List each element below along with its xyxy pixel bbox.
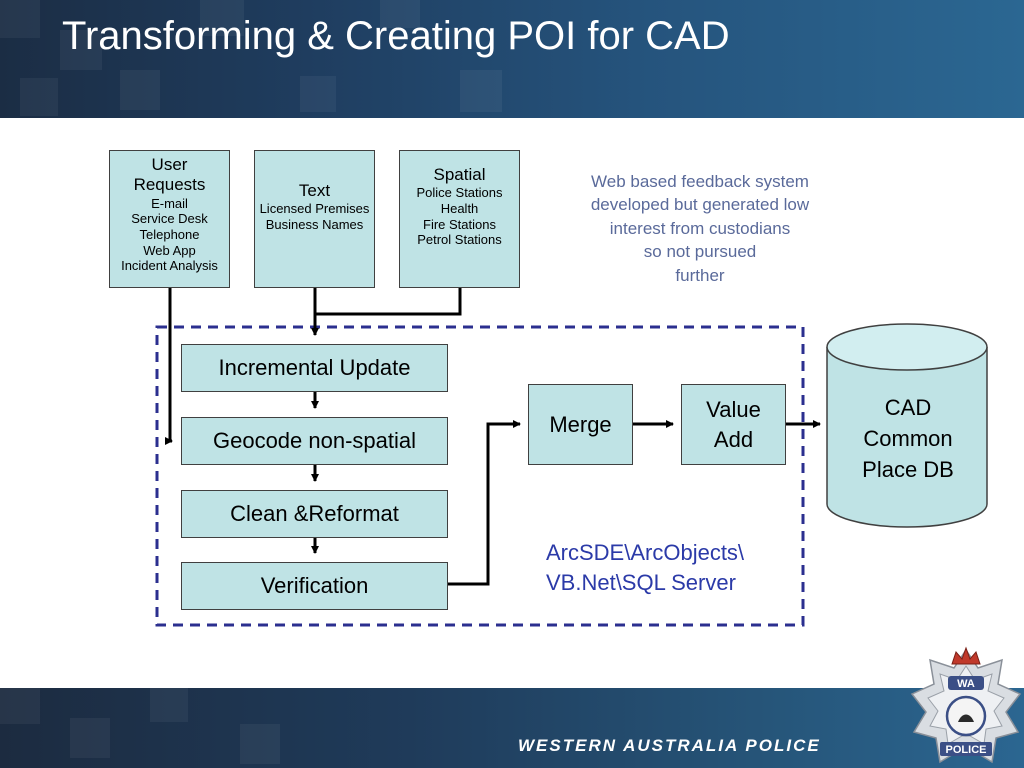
- value-add-line: Value: [706, 396, 761, 422]
- value-add-line: Add: [713, 426, 754, 452]
- tech-line: VB.Net\SQL Server: [546, 570, 736, 596]
- merge-box: Merge: [528, 384, 633, 465]
- note-line: interest from custodians: [609, 218, 791, 238]
- database-cylinder: [826, 323, 988, 528]
- source-item: Licensed Premises: [259, 201, 370, 217]
- tech-line: ArcSDE\ArcObjects\: [546, 540, 745, 565]
- source-item: Business Names: [265, 216, 364, 232]
- source-item: E-mail: [151, 195, 188, 211]
- note-line: so not pursued: [643, 242, 757, 262]
- source-heading: User: [151, 155, 188, 174]
- verification-box: Verification: [181, 562, 448, 610]
- database-label: CAD Common Place DB: [826, 393, 990, 485]
- value-add-box: Value Add: [681, 384, 786, 465]
- source-item: Police Stations: [416, 185, 503, 201]
- source-text: Text Licensed Premises Business Names: [254, 150, 375, 288]
- db-label-line: Place DB: [862, 456, 954, 482]
- clean-reformat-box: Clean &Reformat: [181, 490, 448, 538]
- source-spatial: Spatial Police Stations Health Fire Stat…: [399, 150, 520, 288]
- badge-top-text: WA: [957, 678, 975, 690]
- source-item: Web App: [143, 242, 196, 258]
- slide-title: Transforming & Creating POI for CAD: [62, 14, 730, 58]
- processing-boundary: [155, 325, 805, 627]
- connector-verification-to-merge: [448, 420, 521, 586]
- source-item: Service Desk: [131, 211, 208, 227]
- source-item: Health: [440, 200, 479, 216]
- footer-banner: WESTERN AUSTRALIA POLICE: [0, 688, 1024, 768]
- source-item: Fire Stations: [423, 216, 496, 232]
- organisation-name: WESTERN AUSTRALIA POLICE: [518, 736, 821, 755]
- db-label-line: Common: [863, 425, 953, 451]
- source-heading: Text: [298, 181, 331, 200]
- note-line: Web based feedback system: [591, 172, 809, 191]
- feedback-note: Web based feedback system developed but …: [562, 170, 838, 287]
- note-line: developed but generated low: [590, 195, 810, 215]
- source-item: Telephone: [139, 226, 200, 242]
- connector-requests-to-geocode: [165, 288, 173, 445]
- source-heading: Spatial: [433, 165, 486, 184]
- source-heading: Requests: [133, 175, 206, 195]
- title-banner: Transforming & Creating POI for CAD: [0, 0, 1024, 118]
- source-item: Petrol Stations: [417, 232, 502, 248]
- note-line: further: [675, 265, 725, 285]
- source-item: Incident Analysis: [121, 258, 218, 274]
- connector-spatial-to-update: [315, 288, 462, 316]
- source-user-requests: User Requests E-mail Service Desk Teleph…: [109, 150, 230, 288]
- incremental-update-box: Incremental Update: [181, 344, 448, 392]
- badge-bottom-text: POLICE: [946, 744, 987, 756]
- db-label-line: CAD: [884, 395, 932, 420]
- technology-stack: ArcSDE\ArcObjects\ VB.Net\SQL Server: [546, 538, 744, 599]
- geocode-box: Geocode non-spatial: [181, 417, 448, 465]
